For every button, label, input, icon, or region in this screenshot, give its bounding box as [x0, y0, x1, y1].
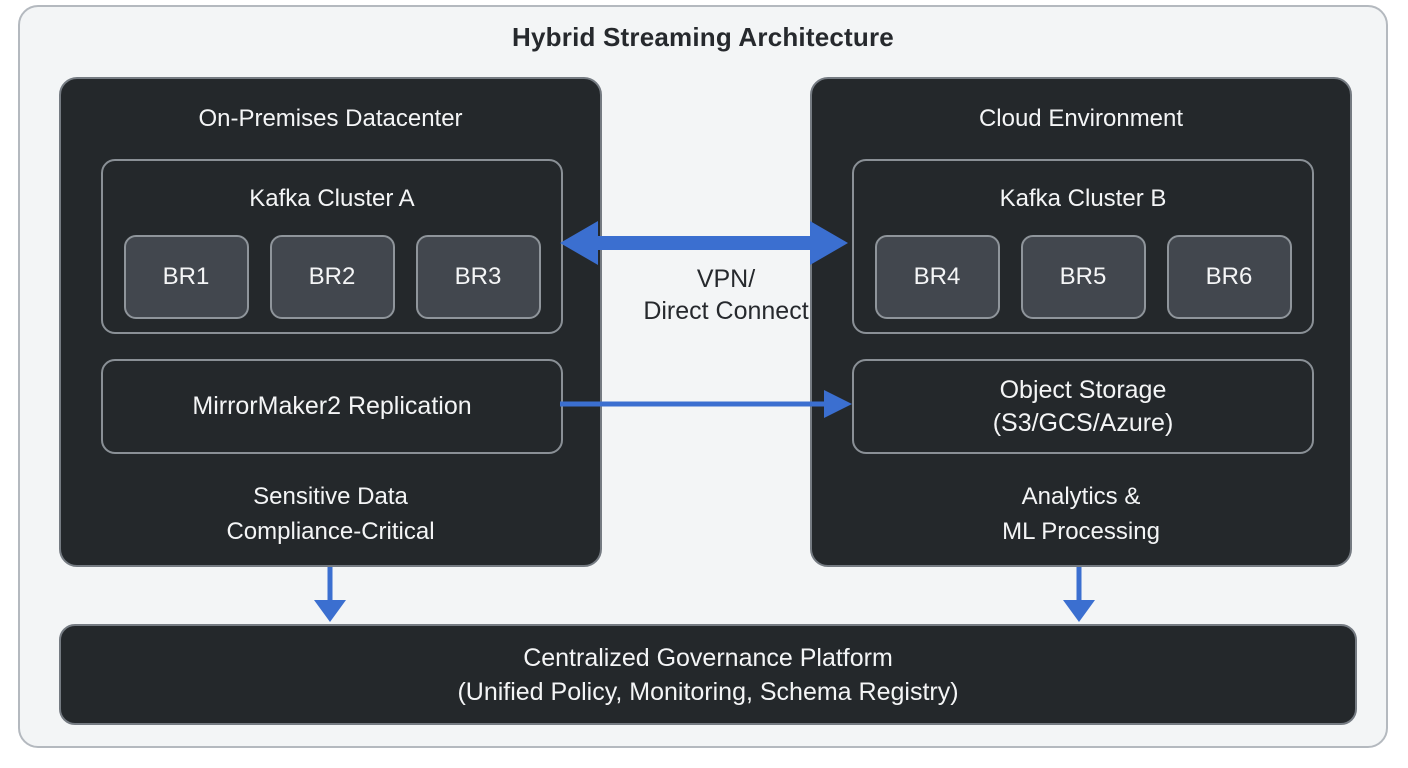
broker-br3: BR3: [415, 235, 541, 319]
broker-br5: BR5: [1020, 235, 1146, 319]
broker-br2: BR2: [269, 235, 395, 319]
cloud-panel-title: Cloud Environment: [978, 105, 1184, 132]
onprem-note-line2: Compliance-Critical: [226, 518, 435, 545]
governance-line1: Centralized Governance Platform: [523, 643, 893, 672]
kafka-cluster-b-box: Kafka Cluster B BR4 BR5 BR6: [852, 159, 1314, 334]
broker-br4: BR4: [874, 235, 1000, 319]
cloud-note: Analytics & ML Processing: [812, 479, 1350, 549]
diagram-frame: Hybrid Streaming Architecture On-Premise…: [18, 5, 1388, 748]
governance-line2: (Unified Policy, Monitoring, Schema Regi…: [457, 677, 959, 706]
onprem-note-line1: Sensitive Data: [253, 483, 408, 510]
cloud-note-line1: Analytics &: [1021, 483, 1141, 510]
vpn-label-line2: Direct Connect: [643, 297, 809, 325]
onprem-panel: On-Premises Datacenter Kafka Cluster A B…: [59, 77, 602, 567]
cloud-note-line2: ML Processing: [1002, 518, 1160, 545]
diagram-title: Hybrid Streaming Architecture: [512, 22, 894, 52]
cloud-panel: Cloud Environment Kafka Cluster B BR4 BR…: [810, 77, 1352, 567]
broker-br1: BR1: [123, 235, 249, 319]
onprem-panel-title: On-Premises Datacenter: [198, 105, 463, 132]
governance-box: Centralized Governance Platform (Unified…: [59, 624, 1357, 725]
cluster-b-brokers-row: BR4 BR5 BR6: [854, 235, 1312, 319]
vpn-label: VPN/ Direct Connect: [606, 263, 846, 327]
kafka-cluster-b-title: Kafka Cluster B: [999, 185, 1167, 212]
vpn-label-line1: VPN/: [696, 265, 756, 293]
object-storage-box: Object Storage (S3/GCS/Azure): [852, 359, 1314, 454]
broker-br6: BR6: [1166, 235, 1292, 319]
cluster-a-brokers-row: BR1 BR2 BR3: [103, 235, 561, 319]
kafka-cluster-a-box: Kafka Cluster A BR1 BR2 BR3: [101, 159, 563, 334]
mirrormaker-box: MirrorMaker2 Replication: [101, 359, 563, 454]
object-storage-line2: (S3/GCS/Azure): [992, 408, 1174, 437]
object-storage-line1: Object Storage: [999, 375, 1167, 404]
kafka-cluster-a-title: Kafka Cluster A: [249, 185, 415, 212]
onprem-note: Sensitive Data Compliance-Critical: [61, 479, 600, 549]
